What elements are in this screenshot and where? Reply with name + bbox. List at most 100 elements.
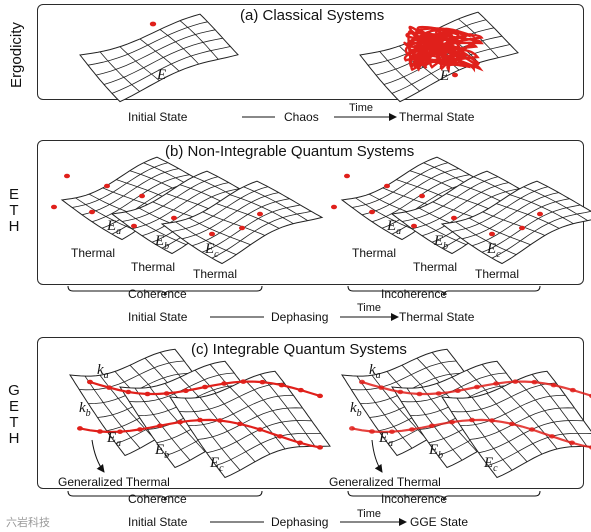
panel-a-title: (a) Classical Systems <box>240 7 385 24</box>
grid-line <box>139 38 180 72</box>
state-dot <box>144 391 151 397</box>
grid-line <box>111 46 231 94</box>
grid-line <box>351 162 448 208</box>
state-dot <box>137 427 143 432</box>
gge-surface-initial <box>169 370 331 479</box>
grid-line <box>451 382 557 413</box>
state-dot <box>257 427 263 432</box>
state-dot <box>104 183 110 189</box>
initial-state-label: Initial State <box>128 515 188 529</box>
state-dot <box>209 231 215 237</box>
time-label: Time <box>357 302 382 314</box>
grid-line <box>401 176 498 222</box>
state-dot <box>369 209 375 215</box>
generalized-thermal-label: Generalized Thermal <box>58 475 170 489</box>
panel-b-title: (b) Non-Integrable Quantum Systems <box>165 143 415 160</box>
panel-c-title: (c) Integrable Quantum Systems <box>191 341 407 358</box>
state-dot <box>449 419 455 425</box>
state-dot <box>89 209 95 215</box>
thermal-state-label: Thermal State <box>399 110 475 124</box>
state-dot <box>550 382 557 388</box>
state-dot <box>317 445 323 450</box>
grid-line <box>411 182 509 230</box>
eth-label: E T H <box>6 187 22 235</box>
thermal-label: Thermal <box>413 260 458 274</box>
watermark-logo: 六岩科技 <box>6 517 50 529</box>
geth-letter: G <box>8 382 20 399</box>
state-dot <box>435 391 442 396</box>
state-dot <box>131 223 137 229</box>
state-dot <box>87 379 93 385</box>
energy-label-a: Ea <box>379 430 394 449</box>
thermal-label: Thermal <box>193 267 238 281</box>
thermal-surface-final <box>340 156 504 241</box>
state-dot <box>277 434 283 439</box>
state-dot <box>51 204 57 210</box>
state-dot <box>171 215 177 221</box>
grid-line <box>191 198 290 247</box>
energy-label-a: Ea <box>387 218 402 237</box>
grid-line <box>487 433 591 466</box>
state-dot <box>163 391 170 396</box>
state-dot <box>378 385 385 390</box>
grid-line <box>87 21 208 66</box>
generalized-thermal-label: Generalized Thermal <box>329 475 441 489</box>
state-dot <box>197 417 203 423</box>
initial-state-label: Initial State <box>128 310 188 324</box>
state-dot <box>177 419 183 425</box>
state-dot <box>384 183 390 189</box>
state-dot <box>519 225 525 231</box>
state-dot <box>139 193 145 199</box>
grid-line <box>99 51 140 92</box>
energy-label-a: Ea <box>107 430 122 449</box>
state-dot <box>297 387 304 393</box>
state-dot <box>419 193 425 199</box>
coherence-label: Coherence <box>128 287 187 301</box>
dephasing-label: Dephasing <box>271 310 329 324</box>
state-dot <box>369 429 375 434</box>
state-dot <box>537 211 543 217</box>
geth-letter: H <box>8 430 20 447</box>
momentum-label-a: ka <box>97 362 109 381</box>
grid-line <box>81 168 179 216</box>
grid-line <box>141 188 240 237</box>
energy-label-c: Ec <box>487 241 501 260</box>
incoherence-brace <box>347 285 541 297</box>
energy-label: E <box>157 67 167 83</box>
state-dot <box>77 426 83 431</box>
chaotic-trajectory <box>403 25 484 73</box>
grid-line <box>461 192 559 240</box>
state-dot <box>259 379 266 385</box>
geth-letter: T <box>9 414 19 431</box>
grid-line <box>351 360 457 391</box>
state-dot <box>106 385 113 390</box>
thermal-surface-initial <box>60 156 224 241</box>
state-markers <box>51 21 591 450</box>
grid-line <box>361 168 459 216</box>
grid-line <box>481 204 581 253</box>
grid-line <box>131 182 229 230</box>
state-dot <box>489 231 495 237</box>
energy-label-c: Ec <box>484 455 498 474</box>
state-dot <box>569 440 575 446</box>
state-dot <box>202 384 208 390</box>
momentum-label-b: kb <box>350 400 362 419</box>
state-dot <box>493 381 500 386</box>
energy-label: E <box>440 68 450 84</box>
grid-line <box>181 192 279 240</box>
thermal-state-label: Thermal State <box>399 310 475 324</box>
thermal-surface-final <box>440 180 591 265</box>
coherence-brace <box>67 490 263 502</box>
grid-line <box>171 186 268 232</box>
energy-label-c: Ec <box>205 241 219 260</box>
grid-line <box>197 407 303 440</box>
state-dot <box>349 426 355 431</box>
state-dot <box>549 434 555 439</box>
state-dot <box>429 423 435 428</box>
initial-state-label: Initial State <box>128 110 188 124</box>
state-dot <box>359 379 365 385</box>
thermal-label: Thermal <box>352 246 397 260</box>
state-dot <box>97 429 103 434</box>
state-dot <box>474 384 480 390</box>
energy-label-b: Eb <box>155 233 170 252</box>
